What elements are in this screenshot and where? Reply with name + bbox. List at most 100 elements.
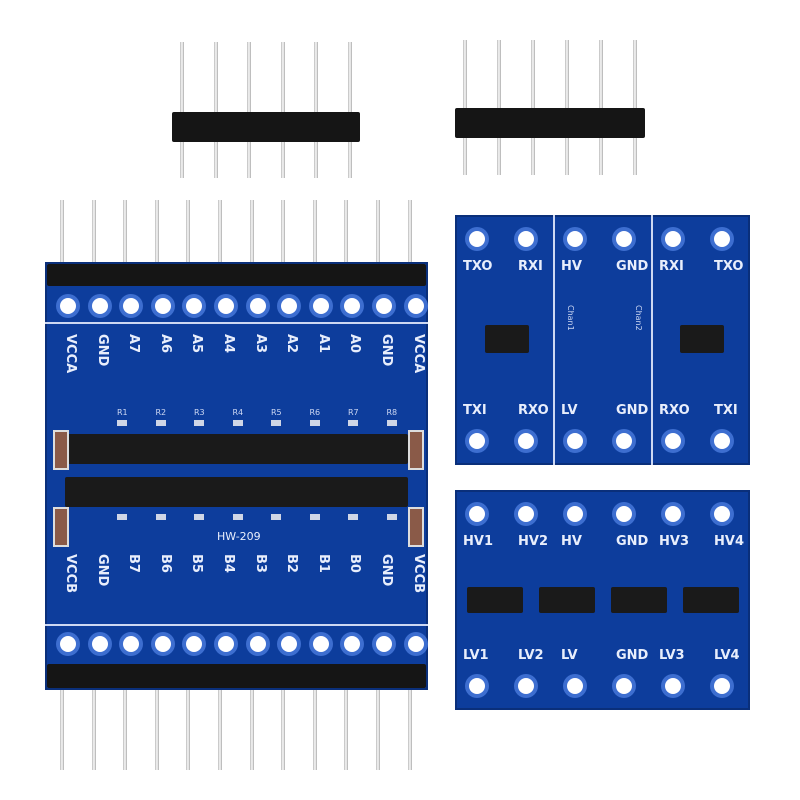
- pin-label: B3: [252, 554, 268, 573]
- pin-label: LV: [561, 648, 578, 663]
- header-pin: [154, 685, 159, 770]
- pin-hole: [567, 678, 583, 694]
- pin-hole: [281, 298, 298, 314]
- pin-label: TXI: [463, 403, 487, 418]
- header-pin: [376, 200, 380, 270]
- pin-hole: [376, 298, 392, 314]
- pin-hole: [714, 433, 730, 449]
- pin-hole: [218, 298, 234, 314]
- pin-hole: [469, 433, 485, 449]
- header-body: [455, 108, 645, 138]
- pin-hole: [186, 636, 203, 652]
- pin-hole: [567, 231, 583, 247]
- header-pin: [463, 40, 467, 175]
- pin-label: HV1: [463, 534, 493, 549]
- pin-hole: [567, 433, 583, 449]
- pin-hole: [714, 231, 730, 247]
- resistor: [232, 420, 243, 426]
- pin-label: TXI: [714, 403, 738, 418]
- resistor: [271, 420, 281, 426]
- resistor-label: R3: [194, 408, 205, 417]
- pin-label: A6: [157, 334, 173, 354]
- resistor-label: R6: [309, 408, 321, 417]
- pin-hole: [469, 231, 485, 247]
- resistor: [386, 514, 397, 520]
- pin-label: GND: [616, 648, 649, 663]
- header-pin: [186, 200, 191, 270]
- pin-hole: [665, 231, 681, 247]
- divider: [553, 215, 555, 465]
- pin-label: B2: [284, 554, 300, 573]
- transistor: [467, 587, 523, 613]
- channel-label: Chan2: [634, 305, 643, 331]
- pin-label: A0: [347, 334, 363, 354]
- pin-hole: [407, 636, 424, 652]
- pin-hole: [281, 636, 298, 652]
- pin-hole: [91, 636, 108, 652]
- resistor-label: R8: [386, 408, 398, 417]
- header-pin: [154, 200, 159, 270]
- header-pin: [407, 685, 412, 770]
- pin-label: VCCB: [410, 554, 426, 594]
- header-pin: [249, 200, 254, 270]
- header-pin: [348, 42, 352, 178]
- capacitor: [53, 430, 69, 470]
- header-pin: [312, 200, 317, 270]
- pin-hole: [518, 506, 534, 522]
- capacitor: [408, 507, 424, 547]
- pin-label: A1: [315, 334, 331, 354]
- pin-hole: [469, 506, 485, 522]
- pin-label: GND: [616, 534, 649, 549]
- divider: [45, 624, 428, 626]
- header-pin: [497, 40, 501, 175]
- header-body: [172, 112, 360, 142]
- pin-label: VCCB: [63, 554, 78, 594]
- pin-label: TXO: [714, 259, 744, 274]
- pin-hole: [518, 433, 534, 449]
- header-pin: [123, 200, 128, 270]
- pin-label: HV: [561, 534, 582, 549]
- header-pin: [344, 685, 349, 770]
- pin-hole: [344, 636, 361, 652]
- header-pin: [407, 200, 412, 270]
- pin-label: LV: [561, 403, 578, 418]
- pin-hole: [154, 636, 171, 652]
- pin-hole: [469, 678, 485, 694]
- pin-label: GND: [616, 403, 649, 418]
- pin-label: LV2: [518, 648, 544, 663]
- transistor: [680, 325, 724, 353]
- pin-label: VCCA: [63, 334, 78, 374]
- resistor: [309, 420, 320, 426]
- header-pin: [249, 685, 254, 770]
- pin-hole: [249, 298, 266, 314]
- pin-hole: [616, 506, 632, 522]
- channel-label: Chan1: [566, 305, 575, 331]
- divider: [45, 322, 428, 324]
- header-pin: [60, 685, 64, 770]
- pin-label: B5: [189, 554, 205, 573]
- pin-hole: [665, 678, 681, 694]
- header-pin: [180, 42, 184, 178]
- pin-hole: [567, 506, 583, 522]
- resistor: [309, 514, 320, 520]
- ic-chip-2: [65, 477, 408, 507]
- resistor-label: R1: [117, 408, 128, 417]
- pin-label: A5: [189, 334, 205, 354]
- transistor: [485, 325, 529, 353]
- header-pin: [91, 685, 96, 770]
- pin-hole: [60, 636, 76, 652]
- pin-label: GND: [94, 334, 110, 367]
- header-bottom: [47, 664, 426, 688]
- pin-label: B0: [347, 554, 363, 573]
- pin-label: A2: [284, 334, 300, 354]
- resistor: [194, 420, 204, 426]
- pin-hole: [218, 636, 234, 652]
- resistor: [194, 514, 204, 520]
- pin-label: HV: [561, 259, 582, 274]
- header-pin: [91, 200, 96, 270]
- header-pin: [344, 200, 349, 270]
- transistor: [539, 587, 595, 613]
